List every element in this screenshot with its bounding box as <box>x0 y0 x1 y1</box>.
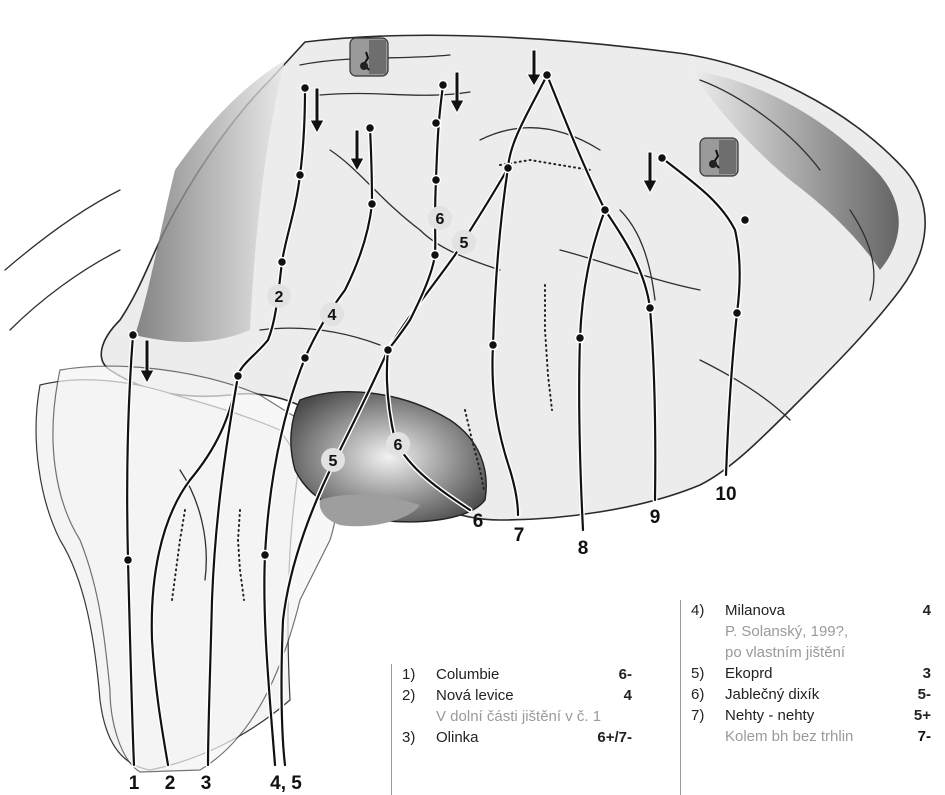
route-grade: 5- <box>879 684 945 705</box>
route-note-grade: 7- <box>879 726 945 747</box>
route-grade: 6- <box>580 664 646 685</box>
route-number: 10 <box>715 484 736 505</box>
crack <box>10 250 120 330</box>
route-note: P. Solanský, 199?, <box>691 621 945 642</box>
legend-row: 2) Nová levice 4 <box>402 685 646 706</box>
legend-row: 3) Olinka 6+/7- <box>402 727 646 748</box>
route-number: 7 <box>514 525 525 546</box>
route-note: V dolní části jištění v č. 1 <box>402 706 646 727</box>
legend-row: 1) Columbie 6- <box>402 664 646 685</box>
crack <box>5 190 120 270</box>
route-number: 4, 5 <box>270 773 302 794</box>
route-num: 3) <box>402 727 436 748</box>
circle-label: 2 <box>275 289 284 306</box>
route-num: 5) <box>691 663 725 684</box>
route-name: Nehty - nehty <box>725 705 879 726</box>
route-name: Olinka <box>436 727 580 748</box>
route-grade: 6+/7- <box>580 727 646 748</box>
legend-row: 7) Nehty - nehty 5+ <box>691 705 945 726</box>
route-number: 2 <box>165 773 176 794</box>
route-name: Ekoprd <box>725 663 879 684</box>
circle-label: 6 <box>436 211 445 228</box>
route-number: 9 <box>650 507 661 528</box>
route-name: Jablečný dixík <box>725 684 879 705</box>
route-num: 7) <box>691 705 725 726</box>
route-grade: 4 <box>580 685 646 706</box>
anchor-box-icon <box>350 38 388 76</box>
route-number: 3 <box>201 773 212 794</box>
route-legend-left: 1) Columbie 6- 2) Nová levice 4 V dolní … <box>391 664 646 795</box>
route-num: 4) <box>691 600 725 621</box>
circle-label: 5 <box>460 235 469 252</box>
legend-row: 5) Ekoprd 3 <box>691 663 945 684</box>
route-number: 6 <box>473 511 484 532</box>
route-num: 2) <box>402 685 436 706</box>
circle-label: 6 <box>394 437 403 454</box>
route-grade: 5+ <box>879 705 945 726</box>
route-name: Nová levice <box>436 685 580 706</box>
legend-row: 4) Milanova 4 <box>691 600 945 621</box>
route-grade: 4 <box>879 600 945 621</box>
route-num: 6) <box>691 684 725 705</box>
circle-label: 4 <box>328 307 337 324</box>
anchor-box-icon <box>700 138 738 176</box>
route-legend-right: 4) Milanova 4 P. Solanský, 199?, po vlas… <box>680 600 945 795</box>
route-name: Milanova <box>725 600 879 621</box>
circle-label: 5 <box>329 453 338 470</box>
route-num: 1) <box>402 664 436 685</box>
route-note: Kolem bh bez trhlin 7- <box>691 726 945 747</box>
route-note: po vlastním jištění <box>691 642 945 663</box>
legend-row: 6) Jablečný dixík 5- <box>691 684 945 705</box>
route-name: Columbie <box>436 664 580 685</box>
route-number: 8 <box>578 538 589 559</box>
route-grade: 3 <box>879 663 945 684</box>
route-number: 1 <box>129 773 140 794</box>
